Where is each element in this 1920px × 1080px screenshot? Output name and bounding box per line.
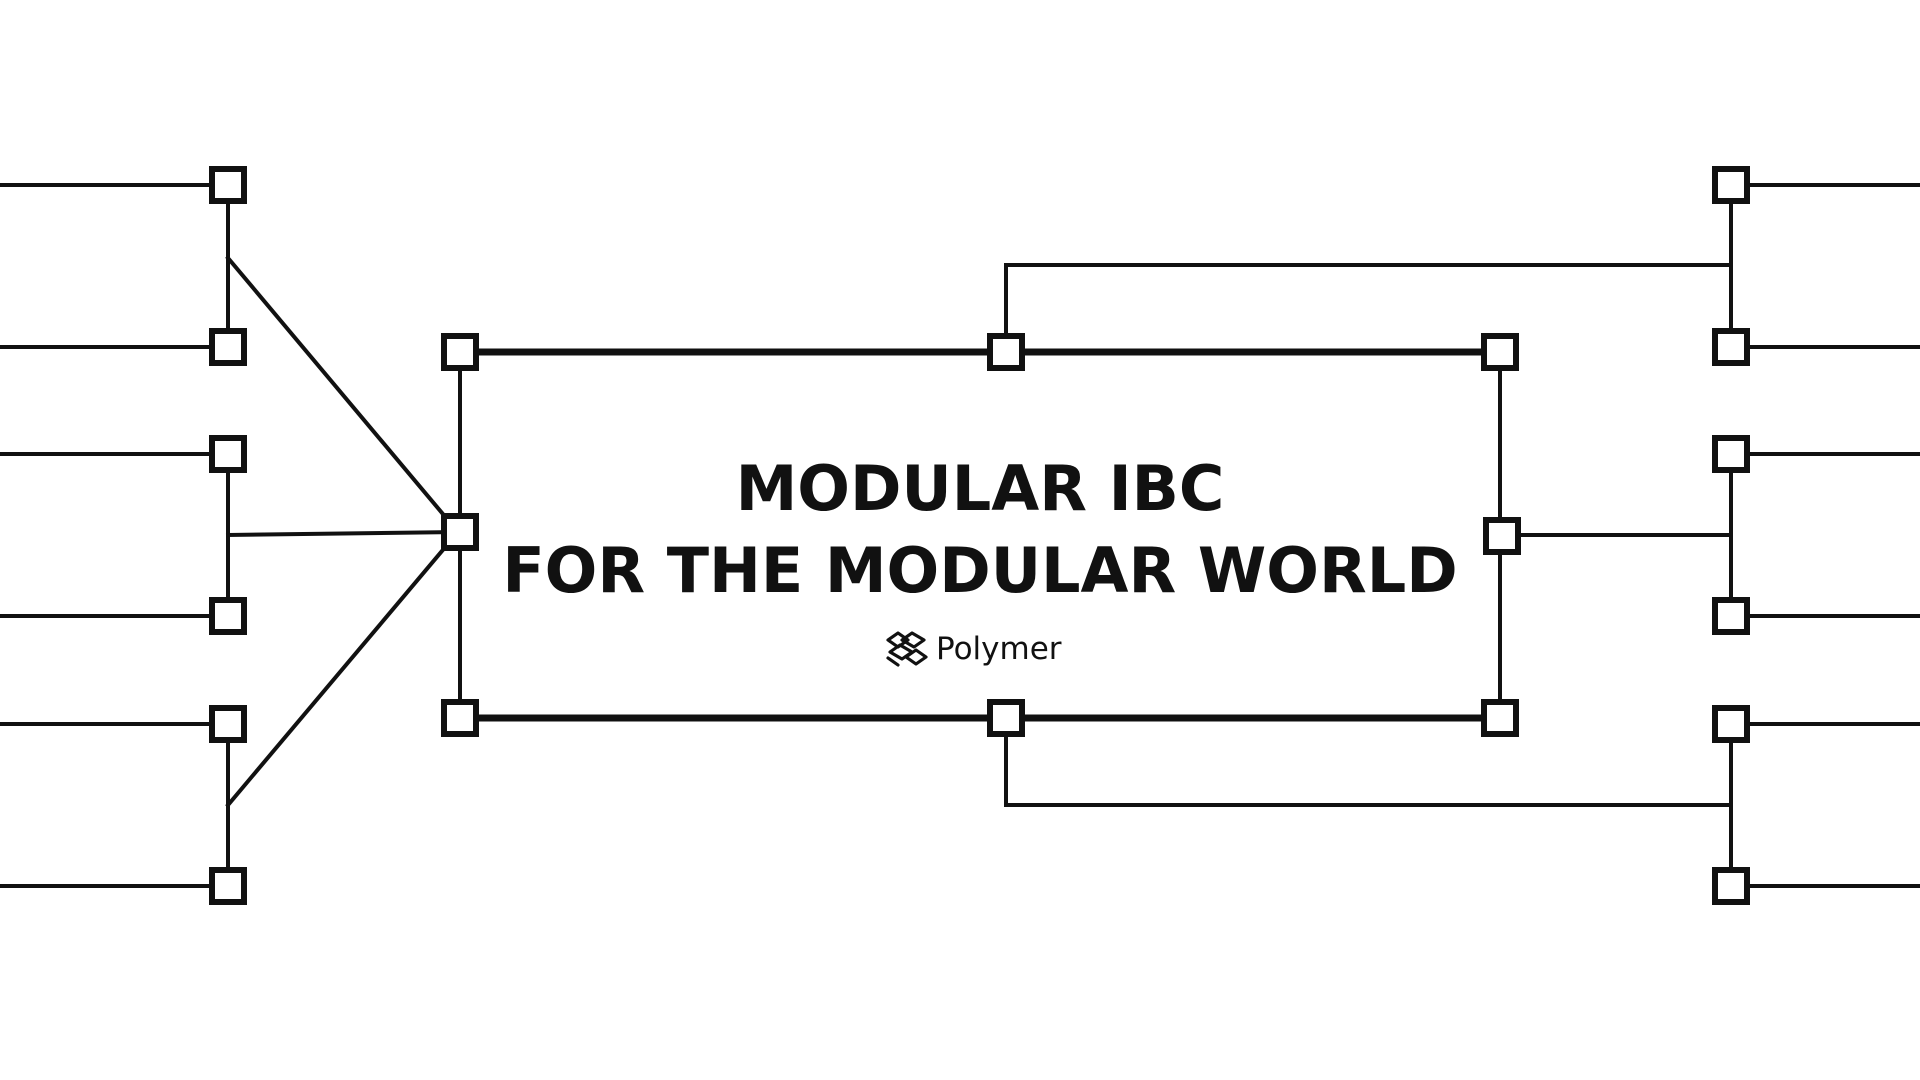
headline-line-2: FOR THE MODULAR WORLD (502, 534, 1458, 607)
box-rails (478, 348, 1482, 722)
node-squares (209, 166, 1750, 905)
box-right-mid-node (1483, 517, 1521, 555)
box-top-mid-node (987, 333, 1025, 371)
node-square (1712, 328, 1750, 366)
headline-line-1: MODULAR IBC (735, 452, 1225, 525)
brand-name: Polymer (936, 630, 1062, 667)
box-left-mid-node (441, 513, 479, 551)
brand-lockup: Polymer (884, 625, 1062, 673)
box-corner-node (441, 699, 479, 737)
bottom-route-line (1004, 734, 1733, 807)
node-square (1712, 705, 1750, 743)
node-square (1712, 166, 1750, 204)
node-square (209, 435, 247, 473)
node-square (209, 867, 247, 905)
node-square (209, 328, 247, 366)
left-fan-line (225, 529, 461, 808)
box-corner-node (441, 333, 479, 371)
box-corner-node (1481, 699, 1519, 737)
box-bottom-mid-node (987, 699, 1025, 737)
polymer-logo-icon (886, 631, 928, 667)
node-square (209, 705, 247, 743)
left-fan-line (225, 255, 461, 535)
node-square (1712, 435, 1750, 473)
left-fan-line (225, 529, 461, 538)
node-square (209, 166, 247, 204)
node-square (1712, 597, 1750, 635)
box-corner-node (1481, 333, 1519, 371)
node-square (209, 597, 247, 635)
node-square (1712, 867, 1750, 905)
top-route-line (1004, 263, 1733, 340)
